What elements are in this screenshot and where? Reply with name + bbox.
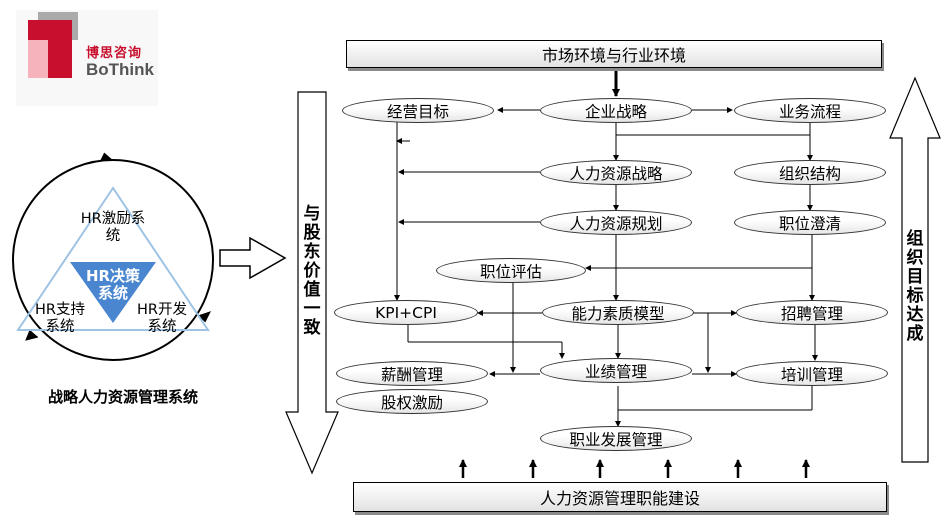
inner-triangle	[70, 262, 156, 323]
hr-incentive-label: HR激励系统	[80, 211, 146, 244]
recruitment-node: 招聘管理	[736, 300, 888, 325]
shareholder-arrow	[285, 91, 339, 475]
cycle-circle	[12, 159, 214, 361]
equity-incentive-node: 股权激励	[336, 389, 488, 414]
performance-node: 业绩管理	[540, 358, 692, 383]
cycle-arrowhead-right	[197, 311, 211, 323]
shareholder-value-label: 与股东价值一致	[303, 204, 321, 338]
business-process-node: 业务流程	[734, 98, 886, 123]
corporate-strategy-node: 企业战略	[540, 98, 692, 123]
bothink-logo: 博思咨询 BoThink	[16, 10, 158, 106]
hr-strategy-node: 人力资源战略	[540, 160, 692, 185]
training-node: 培训管理	[736, 361, 888, 386]
transition-arrow	[219, 236, 287, 280]
org-structure-node: 组织结构	[734, 160, 886, 185]
competency-model-node: 能力素质模型	[542, 300, 694, 325]
org-goal-label: 组织目标达成	[906, 229, 924, 344]
position-clarification-node: 职位澄清	[734, 210, 886, 235]
logo-chinese-name: 博思咨询	[86, 46, 143, 61]
logo-mark-pink	[28, 40, 48, 78]
logo-english-name: BoThink	[86, 60, 154, 79]
hr-support-label: HR支持系统	[35, 302, 85, 335]
org-goal-arrow	[889, 76, 941, 463]
outer-triangle	[16, 186, 210, 331]
cycle-arrowhead-top	[99, 152, 114, 162]
hr-development-label: HR开发系统	[137, 302, 187, 335]
hr-planning-node: 人力资源规划	[540, 210, 692, 235]
hr-decision-label: HR决策系统	[85, 267, 141, 302]
career-development-node: 职业发展管理	[540, 426, 692, 451]
position-evaluation-node: 职位评估	[436, 258, 586, 283]
compensation-node: 薪酬管理	[336, 361, 488, 386]
cycle-arrowhead-left	[25, 329, 39, 341]
hr-function-bar: 人力资源管理职能建设	[353, 482, 887, 512]
market-environment-bar: 市场环境与行业环境	[346, 40, 882, 68]
business-goal-node: 经营目标	[342, 98, 494, 123]
strategic-hr-title: 战略人力资源管理系统	[47, 388, 198, 406]
kpi-cpi-node: KPI+CPI	[334, 300, 478, 325]
